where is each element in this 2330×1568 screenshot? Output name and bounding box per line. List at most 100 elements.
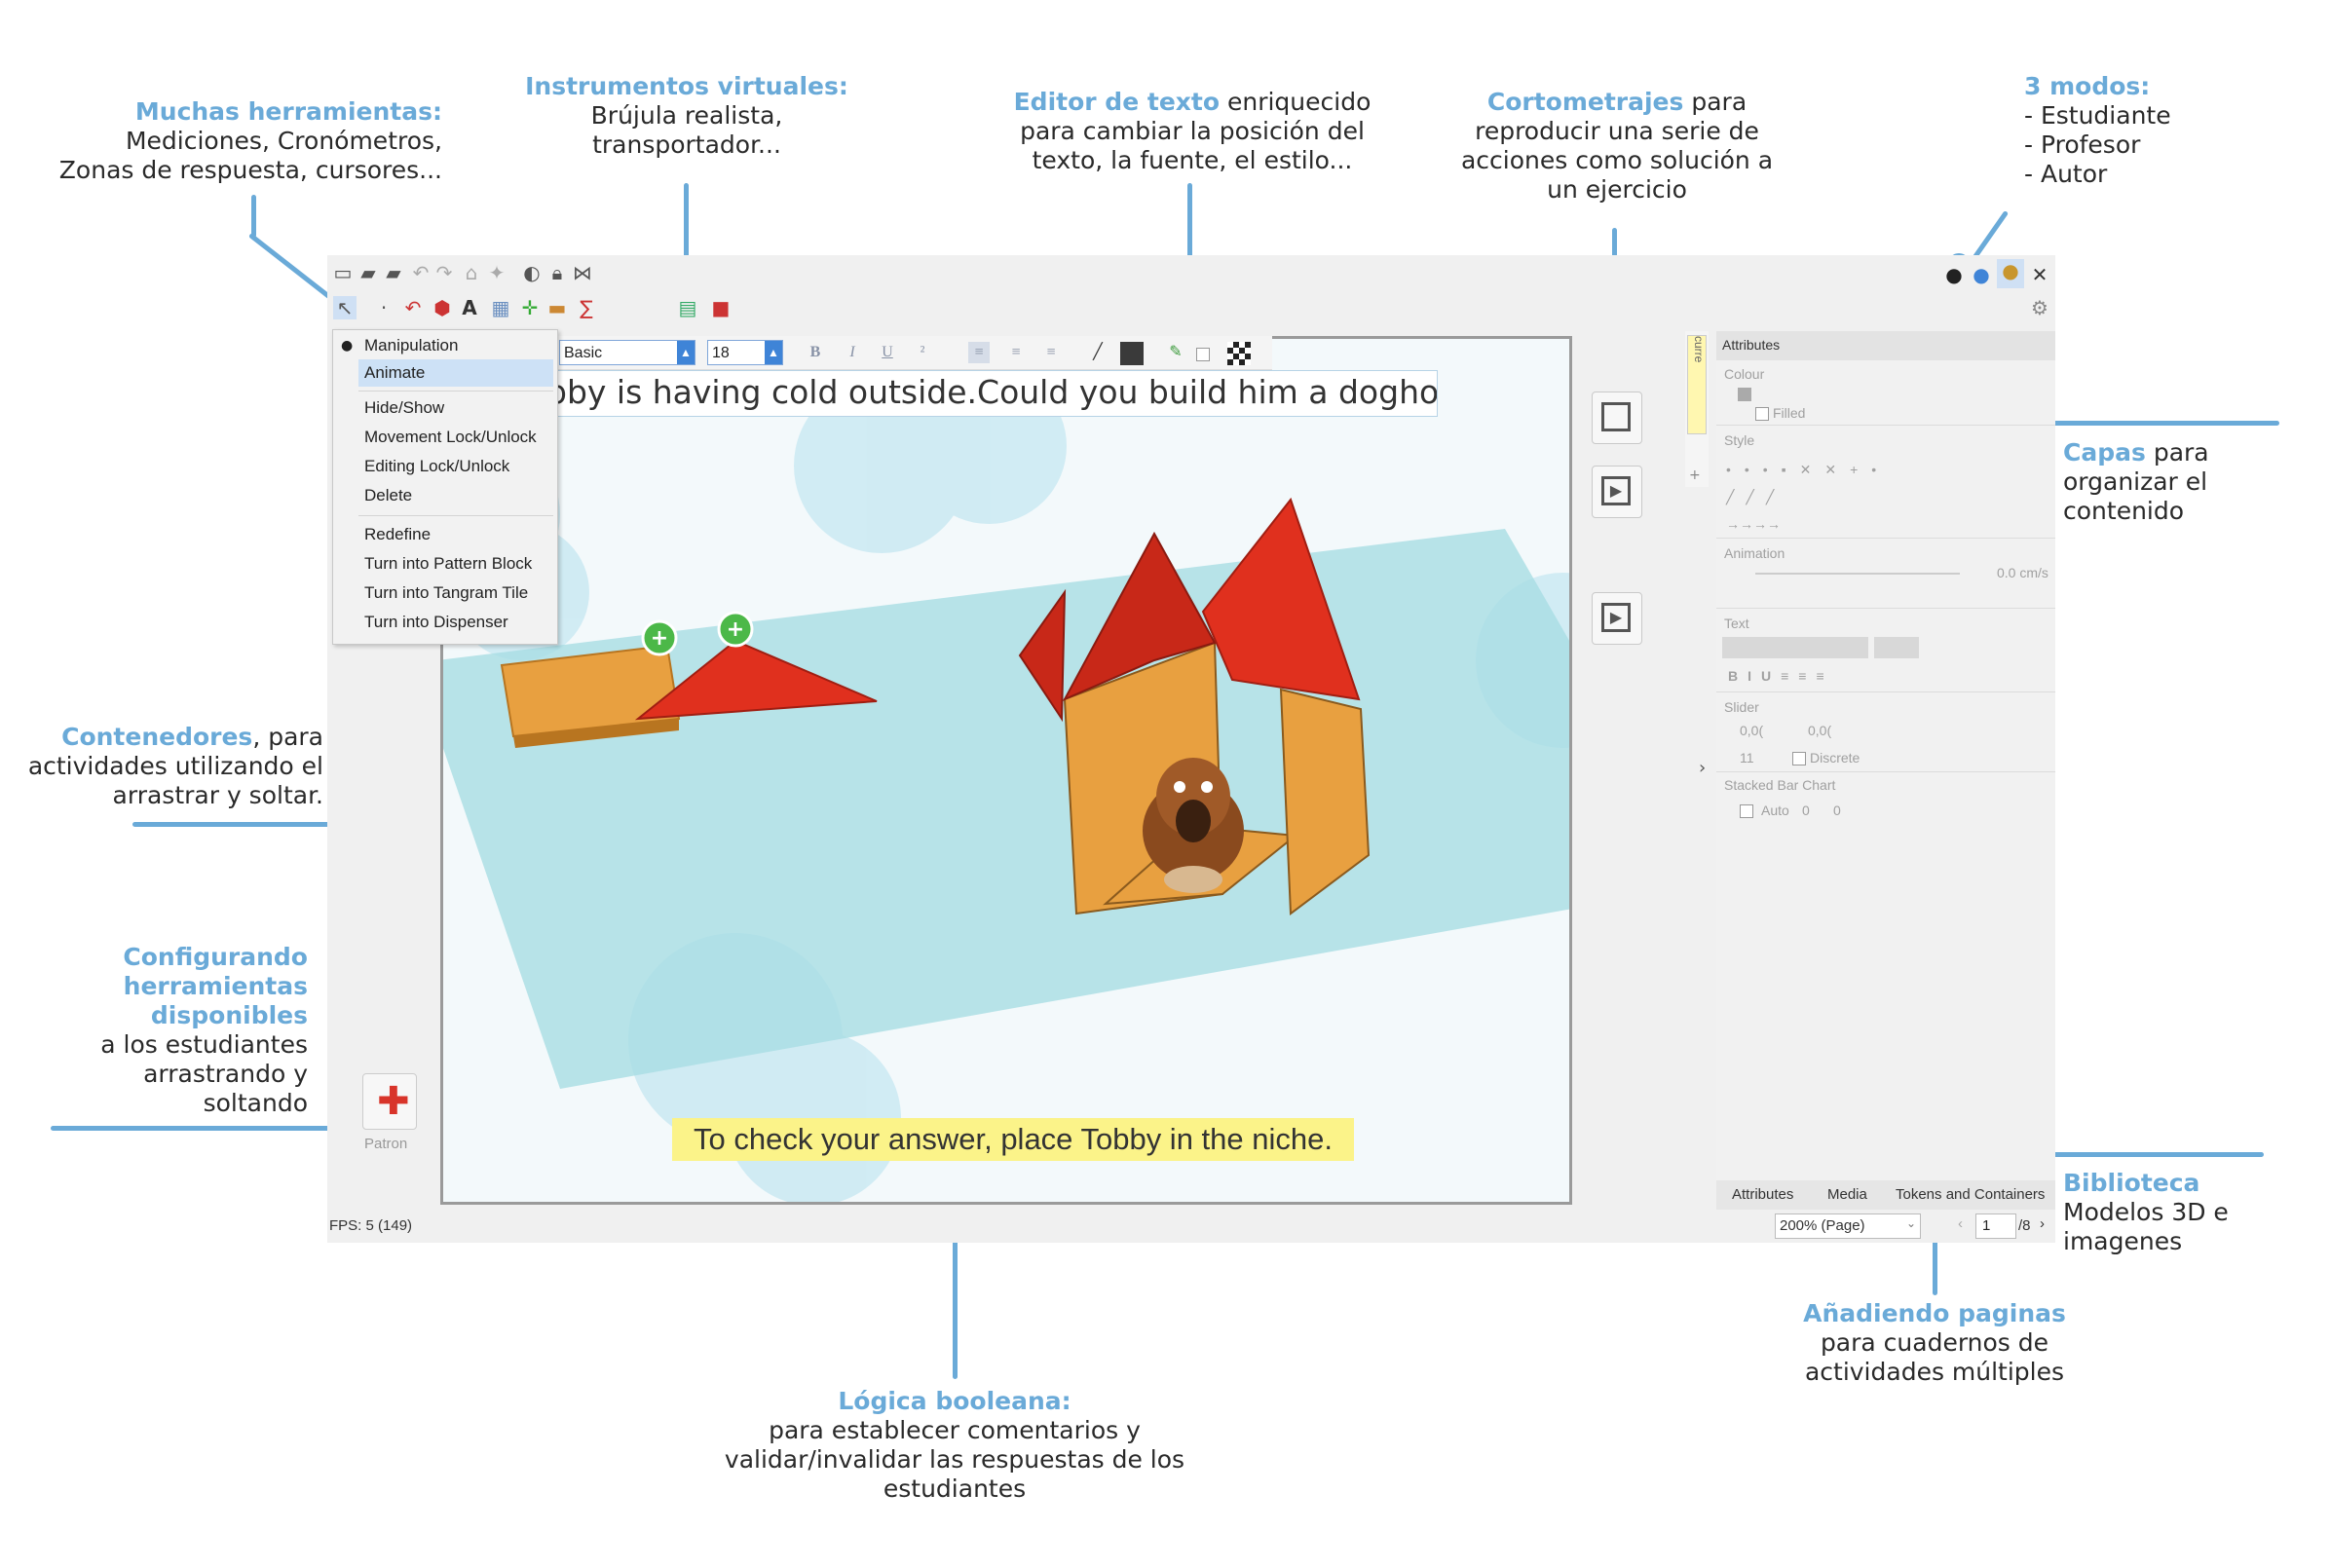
bowtie-icon[interactable]: ⋈: [573, 261, 592, 284]
menu-item-hide-show[interactable]: Hide/Show: [364, 398, 445, 417]
menu-item-movement-lock[interactable]: Movement Lock/Unlock: [364, 428, 537, 446]
save-icon[interactable]: ▰: [386, 261, 401, 284]
highlighter-icon[interactable]: ✎: [1169, 344, 1183, 360]
hint-text[interactable]: To check your answer, place Tobby in the…: [672, 1118, 1354, 1161]
align-center-icon[interactable]: ≡: [1011, 344, 1021, 360]
zoom-select[interactable]: 200% (Page) ⌄: [1775, 1213, 1921, 1239]
menu-item-delete[interactable]: Delete: [364, 486, 413, 504]
next-page-icon[interactable]: ›: [2040, 1215, 2045, 1232]
font-size-select[interactable]: 18▲: [707, 340, 783, 365]
tab-media[interactable]: Media: [1827, 1186, 1867, 1203]
annotation-shorts-title: Cortometrajes: [1486, 88, 1684, 116]
curve-tool-icon[interactable]: ↶: [404, 296, 422, 319]
student-mode-icon[interactable]: ●: [1945, 263, 1963, 286]
superscript-button[interactable]: ²: [920, 344, 925, 360]
animation-speed-slider[interactable]: [1755, 573, 1960, 575]
font-style-select[interactable]: Basic▲: [559, 340, 695, 365]
tab-tokens-containers[interactable]: Tokens and Containers: [1896, 1186, 2046, 1203]
line-style-options[interactable]: ╱╱╱: [1726, 489, 1786, 504]
menu-item-animate[interactable]: Animate: [364, 363, 426, 382]
text-font-select[interactable]: [1722, 637, 1868, 658]
annotation-tools-title: Muchas herramientas:: [134, 97, 442, 126]
point-style-options[interactable]: •••▪✕✕+•: [1726, 462, 1891, 477]
annotation-config: Configurando herramientas disponibles a …: [39, 943, 308, 1118]
prev-page-icon[interactable]: ‹: [1958, 1215, 1963, 1232]
home-icon[interactable]: ⌂: [465, 261, 478, 284]
ruler-tool-icon[interactable]: ▬: [547, 296, 567, 319]
open-file-icon[interactable]: ▰: [360, 261, 376, 284]
camera-tool-icon[interactable]: ■: [711, 296, 731, 319]
add-layer-icon[interactable]: +: [1689, 467, 1701, 483]
menu-item-redefine[interactable]: Redefine: [364, 525, 432, 543]
tab-attributes[interactable]: Attributes: [1732, 1186, 1794, 1203]
annotation-layers-rest: para: [2145, 438, 2209, 467]
film-icon: [1601, 402, 1631, 431]
label-filled: Filled: [1773, 405, 1806, 421]
author-mode-icon[interactable]: ●: [1997, 259, 2024, 288]
arrow-style-options[interactable]: →→→→: [1726, 516, 1781, 532]
annotation-library-line: Modelos 3D e: [2063, 1198, 2229, 1226]
bold-button[interactable]: B: [809, 344, 821, 360]
annotation-instruments: Instrumentos virtuales: Brújula realista…: [516, 72, 857, 160]
redo-icon[interactable]: ↷: [435, 261, 453, 284]
grid-tool-icon[interactable]: ▦: [491, 296, 510, 319]
menu-item-manipulation[interactable]: Manipulation: [364, 336, 459, 355]
pattern-tool-button[interactable]: ✚: [362, 1073, 417, 1130]
slider-steps[interactable]: 11: [1740, 750, 1754, 765]
color-swatch[interactable]: [1120, 342, 1144, 365]
colour-swatch[interactable]: [1738, 388, 1751, 401]
floor-plane: [443, 529, 1569, 1089]
slider-max[interactable]: 0,0(: [1808, 723, 1832, 738]
annotation-instruments-title: Instrumentos virtuales:: [525, 72, 848, 100]
share-icon[interactable]: ✦: [488, 261, 506, 284]
new-file-icon[interactable]: ▭: [333, 261, 353, 284]
bullet-icon: ●: [341, 338, 354, 354]
text-tool-icon[interactable]: A: [462, 296, 477, 319]
italic-button[interactable]: I: [849, 344, 855, 360]
manipulation-tool-icon[interactable]: ↖: [333, 296, 357, 319]
question-text-box[interactable]: bby is having cold outside.Could you bui…: [545, 370, 1438, 417]
text-format-options[interactable]: BIU≡≡≡: [1728, 668, 1834, 684]
play-shorts-button[interactable]: ▶: [1592, 592, 1642, 645]
filled-checkbox[interactable]: [1755, 407, 1769, 421]
checkbox[interactable]: [1196, 348, 1210, 361]
auto-value-b[interactable]: 0: [1833, 803, 1841, 818]
annotation-containers-rest: , para: [252, 723, 323, 751]
axes-tool-icon[interactable]: ✛: [521, 296, 539, 319]
text-size-select[interactable]: [1874, 637, 1919, 658]
annotation-containers-line: actividades utilizando el: [27, 752, 323, 780]
transparency-icon[interactable]: [1227, 342, 1251, 365]
canvas-area[interactable]: + +: [440, 336, 1572, 1205]
menu-item-tangram-tile[interactable]: Turn into Tangram Tile: [364, 583, 529, 602]
undo-icon[interactable]: ↶: [412, 261, 430, 284]
menu-item-editing-lock[interactable]: Editing Lock/Unlock: [364, 457, 510, 475]
point-tool-icon[interactable]: ·: [380, 296, 388, 319]
teacher-mode-icon[interactable]: ●: [1973, 263, 1990, 286]
slider-min[interactable]: 0,0(: [1740, 723, 1764, 738]
close-icon[interactable]: ✕: [2031, 263, 2048, 286]
auto-checkbox[interactable]: [1740, 804, 1753, 818]
shape-tool-icon[interactable]: ⬢: [433, 296, 451, 319]
auto-value-a[interactable]: 0: [1802, 803, 1810, 818]
align-right-icon[interactable]: ≡: [1046, 344, 1056, 360]
menu-item-dispenser[interactable]: Turn into Dispenser: [364, 613, 508, 631]
play-shorts-button[interactable]: ▶: [1592, 466, 1642, 518]
annotation-shorts-line: reproducir una serie de: [1475, 117, 1759, 145]
menu-item-pattern-block[interactable]: Turn into Pattern Block: [364, 554, 533, 573]
eye-icon[interactable]: ◐: [523, 261, 541, 284]
collapse-panel-icon[interactable]: ›: [1699, 758, 1707, 778]
settings-icon[interactable]: ⚙: [2031, 296, 2048, 319]
annotation-editor-title: Editor de texto: [1013, 88, 1221, 116]
discrete-checkbox[interactable]: [1792, 752, 1806, 765]
page-input[interactable]: 1: [1975, 1213, 2016, 1239]
annotation-boolean-title: Lógica booleana:: [838, 1387, 1071, 1415]
line-icon[interactable]: ╱: [1093, 344, 1103, 360]
lock-icon[interactable]: 🔒︎: [551, 261, 563, 284]
underline-button[interactable]: U: [882, 344, 893, 360]
play-icon: ▶: [1601, 476, 1631, 505]
calculator-tool-icon[interactable]: ▤: [678, 296, 697, 319]
formula-tool-icon[interactable]: ∑: [580, 296, 593, 319]
align-left-icon[interactable]: ≡: [968, 342, 990, 363]
film-record-button[interactable]: [1592, 392, 1642, 444]
layer-tab-current[interactable]: curre: [1687, 335, 1707, 434]
